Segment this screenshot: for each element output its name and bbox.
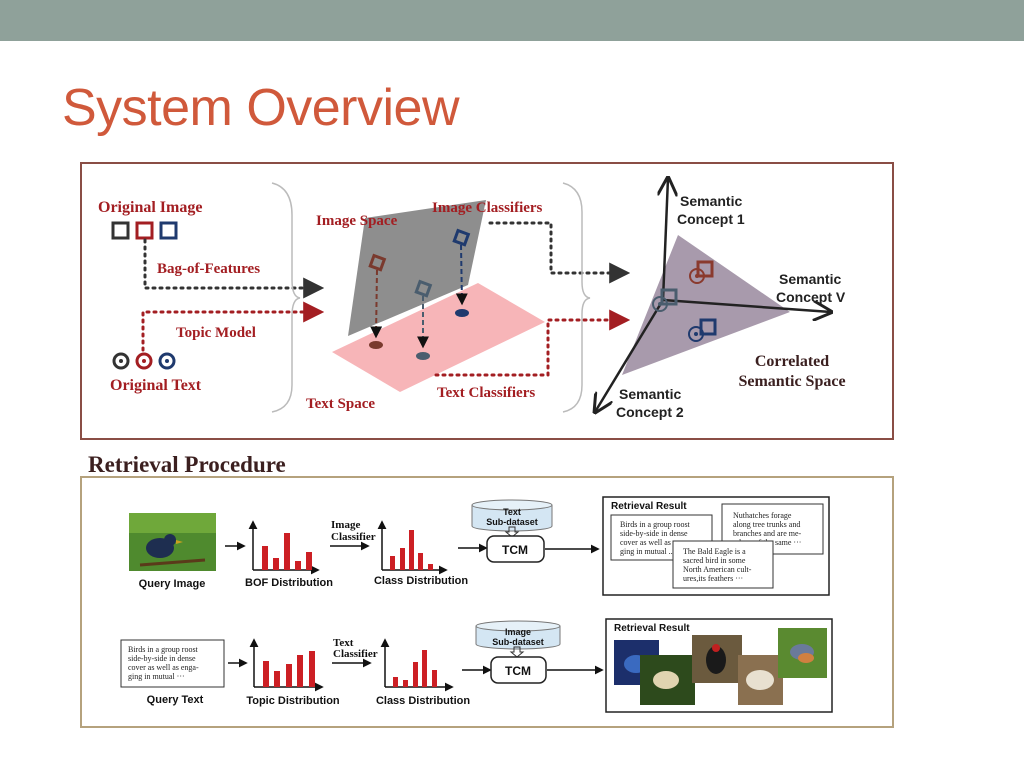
right-brace — [562, 182, 591, 413]
semantic-points — [652, 260, 717, 342]
result-doc-1-line-1: Birds in a group roost — [620, 520, 691, 529]
tcm-label-2: TCM — [505, 664, 531, 678]
result-doc-1-line-3: cover as well as enga- — [620, 538, 691, 547]
concept-1-axis — [663, 178, 668, 301]
text-space-label: Text Space — [306, 396, 375, 412]
query-image-label: Query Image — [139, 578, 206, 590]
retrieval-procedure-heading: Retrieval Procedure — [88, 452, 286, 477]
result-doc-3-line-4: ures,its feathers ··· — [683, 574, 743, 583]
query-text-line-3: cover as well as enga- — [128, 663, 199, 672]
result-doc-1-line-2: side-by-side in dense — [620, 529, 688, 538]
original-text-label: Original Text — [110, 377, 202, 394]
left-brace — [271, 182, 301, 413]
db-down-arrow-1 — [504, 526, 520, 538]
result-doc-1-line-4: ging in mutual ... — [620, 547, 675, 556]
concept-2-label-b: Concept 2 — [616, 404, 684, 420]
bag-of-features-arrow — [143, 238, 325, 299]
concept-2-label-a: Semantic — [619, 386, 681, 402]
image-classifiers-label: Image Classifiers — [432, 200, 543, 216]
query-text-line-4: ging in mutual ··· — [128, 672, 185, 681]
original-image-label: Original Image — [98, 199, 202, 216]
class-distribution-chart-2 — [380, 638, 454, 692]
text-classifiers-label: Text Classifiers — [437, 385, 535, 401]
correlated-label-b: Semantic Space — [738, 373, 845, 390]
bag-of-features-label: Bag-of-Features — [157, 261, 260, 277]
result-doc-3-line-3: North American cult- — [683, 565, 752, 574]
text-feature-icons — [112, 352, 176, 370]
db-label-1b: Sub-dataset — [486, 517, 538, 527]
text-classifier-label-b: Classifier — [333, 648, 378, 660]
correlated-label-a: Correlated — [755, 353, 829, 370]
topic-model-label: Topic Model — [176, 325, 256, 341]
query-image-photo — [129, 513, 216, 571]
result-doc-3-line-1: The Bald Eagle is a — [683, 547, 746, 556]
class-distribution-label-2: Class Distribution — [376, 695, 470, 707]
db-down-arrow-2 — [509, 646, 525, 658]
tcm-label-1: TCM — [502, 543, 528, 557]
text-space-plane — [332, 283, 545, 392]
image-classifiers-arrow — [488, 221, 631, 284]
text-subdataset-db — [471, 499, 553, 532]
concept-2-axis — [595, 299, 665, 412]
image-feature-icons — [111, 221, 178, 240]
query-text-doc — [120, 639, 225, 688]
image-classifier-label-a: Image — [331, 519, 360, 531]
system-overview-frame — [80, 162, 894, 440]
topic-distribution-label: Topic Distribution — [246, 695, 340, 707]
image-subdataset-db — [475, 620, 561, 650]
result-bird-photos — [614, 628, 827, 705]
result-doc-2-line-1: Nuthatches forage — [733, 511, 792, 520]
result-doc-3 — [672, 540, 774, 589]
concept-1-label-a: Semantic — [680, 193, 742, 209]
query-text-label: Query Text — [147, 694, 204, 706]
result-doc-2-line-3: branches and are me- — [733, 529, 802, 538]
text-classifier-label-a: Text — [333, 637, 354, 649]
db-label-2a: Image — [505, 627, 531, 637]
result-doc-3-line-2: sacred bird in some — [683, 556, 746, 565]
tcm-box-2 — [490, 656, 547, 684]
retrieval-result-title-1: Retrieval Result — [611, 501, 687, 512]
projection-markers — [368, 228, 471, 360]
topic-model-arrow — [141, 301, 325, 352]
db-label-1a: Text — [503, 507, 521, 517]
bof-distribution-label: BOF Distribution — [245, 577, 333, 589]
top-banner — [0, 0, 1024, 41]
result-doc-2-line-2: along tree trunks and — [733, 520, 800, 529]
image-classifier-label-b: Classifier — [331, 531, 376, 543]
concept-v-label-a: Semantic — [779, 271, 841, 287]
db-label-2b: Sub-dataset — [492, 637, 544, 647]
class-distribution-label-1: Class Distribution — [374, 575, 468, 587]
topic-distribution-chart — [249, 638, 324, 692]
text-classifiers-arrow — [434, 309, 631, 377]
concept-v-label-b: Concept V — [776, 289, 846, 305]
tcm-box-1 — [486, 535, 545, 563]
slide-title: System Overview — [62, 79, 460, 137]
bof-distribution-chart — [248, 520, 320, 575]
query-text-line-2: side-by-side in dense — [128, 654, 196, 663]
class-distribution-chart-1 — [377, 520, 448, 575]
concept-1-label-b: Concept 1 — [677, 211, 745, 227]
image-space-label: Image Space — [316, 213, 398, 229]
concept-v-axis — [662, 298, 831, 312]
retrieval-procedure-frame — [80, 476, 894, 728]
retrieval-result-title-2: Retrieval Result — [614, 623, 690, 634]
query-text-line-1: Birds in a group roost — [128, 645, 199, 654]
image-space-plane — [348, 200, 486, 336]
